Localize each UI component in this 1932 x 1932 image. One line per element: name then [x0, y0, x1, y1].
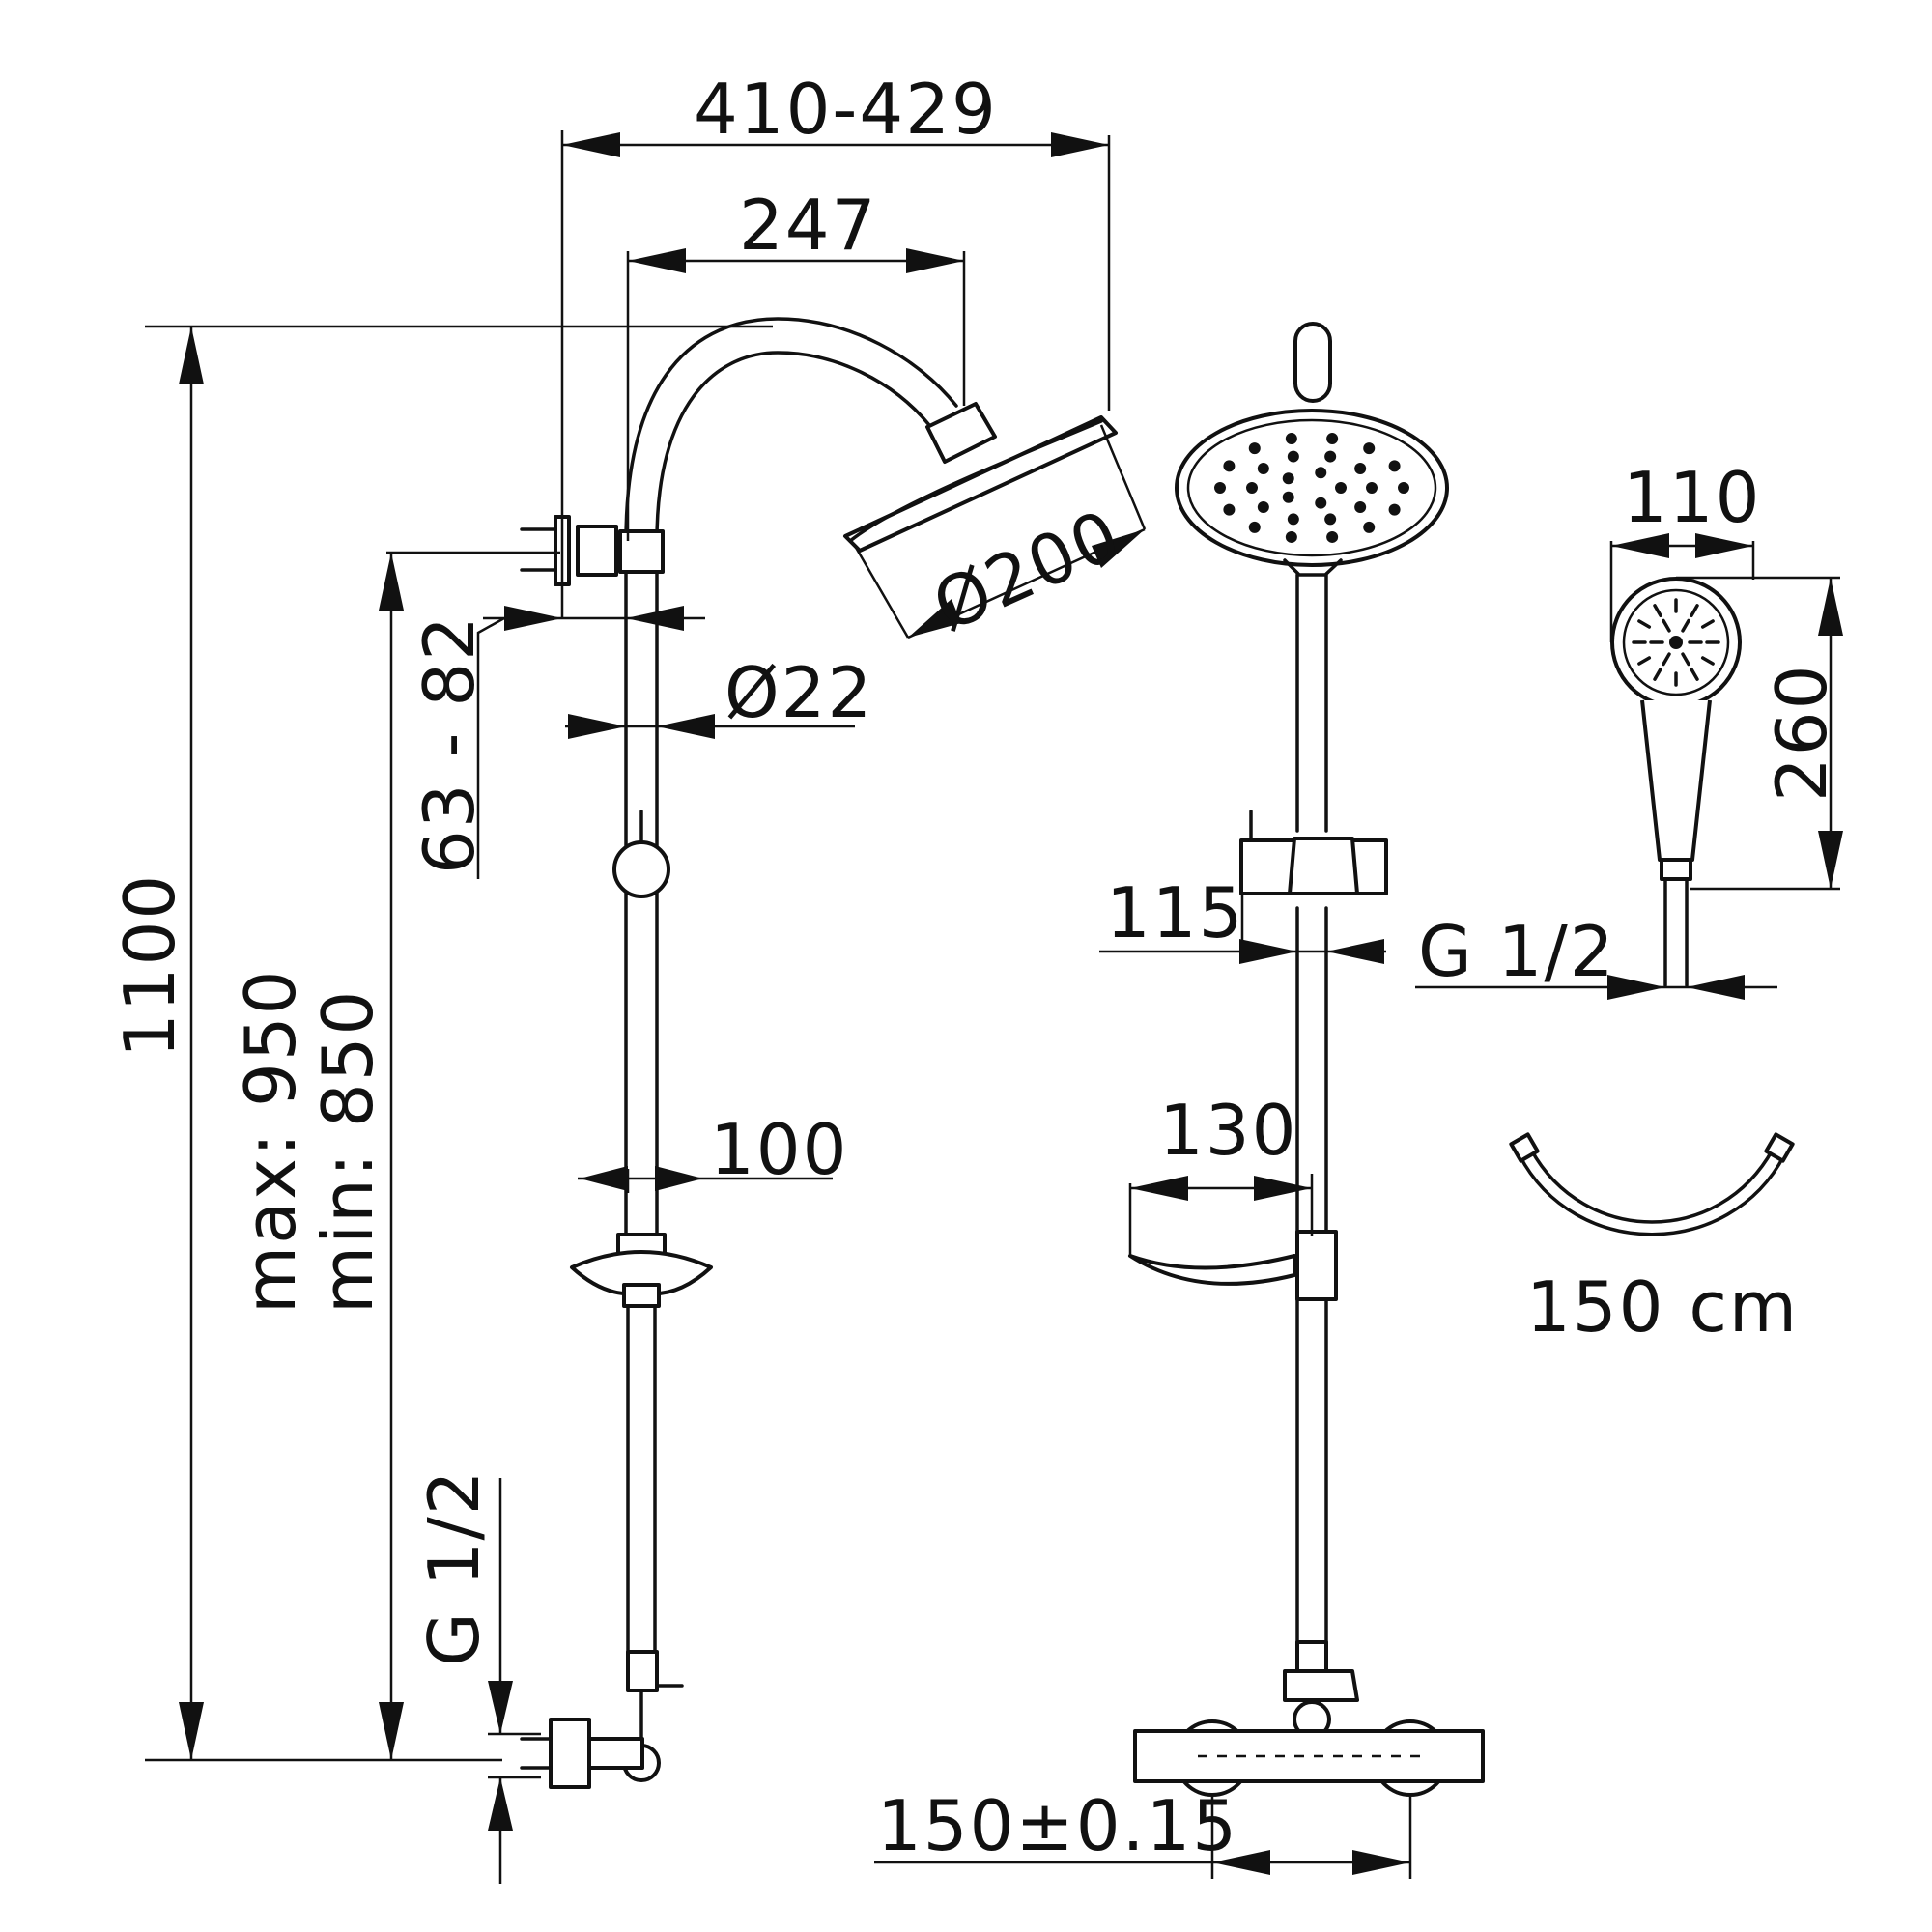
nozzle-dot — [1246, 482, 1258, 494]
nozzle-dot — [1324, 513, 1337, 526]
nozzle-dot — [1388, 460, 1401, 472]
nozzle-dot — [1354, 462, 1367, 474]
label-overall-width: 410-429 — [694, 69, 998, 150]
hand-nozzle — [1700, 619, 1715, 629]
nozzle-dot — [1287, 513, 1299, 526]
label-head-diameter: Ø200 — [922, 494, 1133, 647]
label-height-max: max: 950 — [230, 969, 311, 1314]
nozzle-dot — [1366, 482, 1378, 494]
label-height-min: min: 850 — [307, 989, 388, 1314]
label-tray-depth: 100 — [710, 1109, 848, 1190]
nozzle-dot — [1282, 472, 1294, 485]
nozzle-dot — [1324, 450, 1337, 463]
label-holder-width: 115 — [1106, 872, 1244, 953]
label-hose-length: 150 cm — [1526, 1266, 1799, 1348]
nozzle-dot — [1285, 530, 1297, 543]
hand-nozzle — [1690, 604, 1699, 618]
nozzle-dot — [1223, 460, 1236, 472]
hand-nozzle — [1662, 652, 1671, 667]
label-wall-distance: 63 - 82 — [409, 614, 490, 874]
label-arm-length: 247 — [739, 185, 877, 266]
label-total-height: 1100 — [109, 873, 190, 1058]
nozzle-dot — [1223, 503, 1236, 516]
label-hand-shower-thread: G 1/2 — [1418, 911, 1616, 992]
nozzle-dot — [1214, 482, 1226, 494]
nozzle-dot — [1248, 442, 1261, 455]
hand-shower-view — [1610, 577, 1742, 987]
hand-nozzle-center — [1669, 636, 1683, 649]
nozzle-dot — [1248, 521, 1261, 533]
hand-nozzle — [1653, 667, 1662, 681]
nozzle-dot — [1388, 503, 1401, 516]
nozzle-dot — [1354, 501, 1367, 514]
label-mixer-spacing: 150±0.15 — [877, 1785, 1238, 1866]
hand-nozzle — [1662, 618, 1671, 633]
nozzle-dot — [1282, 491, 1294, 503]
hand-nozzle — [1637, 619, 1652, 629]
front-view — [1128, 322, 1485, 1797]
nozzle-dot — [1326, 433, 1339, 445]
label-tray-width: 130 — [1159, 1090, 1297, 1171]
label-hand-shower-diameter: 110 — [1623, 457, 1761, 538]
hand-nozzle — [1637, 656, 1652, 666]
nozzle-dot — [1287, 450, 1299, 463]
label-pipe-diameter: Ø22 — [724, 652, 873, 733]
dimension-labels: 410-429 247 Ø200 63 - 82 Ø22 1100 max: 9… — [109, 69, 1842, 1866]
nozzle-dot — [1335, 482, 1347, 494]
label-hand-shower-length: 260 — [1761, 664, 1842, 802]
hose-illustration — [1509, 1132, 1795, 1236]
dimension-lines — [145, 130, 1843, 1884]
nozzle-dot — [1363, 442, 1376, 455]
nozzle-dot — [1315, 497, 1327, 509]
hand-nozzle — [1690, 667, 1699, 681]
nozzle-dot — [1257, 462, 1269, 474]
nozzle-dot — [1257, 501, 1269, 514]
label-inlet-thread-left: G 1/2 — [413, 1468, 495, 1666]
hand-nozzle — [1681, 618, 1690, 633]
nozzle-dot — [1326, 530, 1339, 543]
nozzle-dot — [1285, 433, 1297, 445]
hand-nozzle — [1681, 652, 1690, 667]
hand-nozzle — [1700, 656, 1715, 666]
nozzle-dot — [1315, 467, 1327, 479]
hand-nozzle — [1653, 604, 1662, 618]
nozzle-dot — [1363, 521, 1376, 533]
nozzle-dot — [1398, 482, 1409, 494]
